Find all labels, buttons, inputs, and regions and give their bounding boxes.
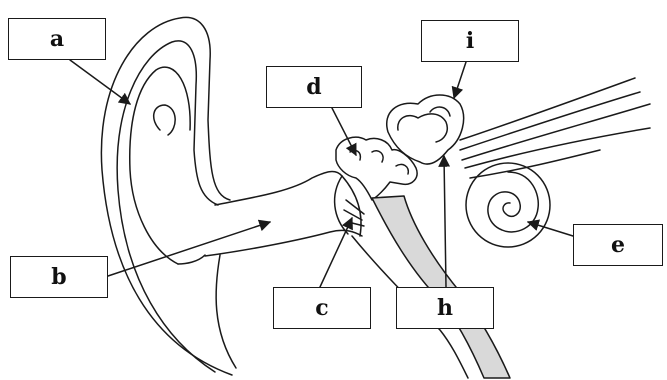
arrow-e: [528, 222, 573, 236]
auricle: [101, 17, 236, 375]
semicircular-canals: [387, 95, 464, 164]
label-h: h: [396, 287, 494, 329]
auditory-nerve: [460, 78, 650, 178]
label-a: a: [8, 18, 106, 60]
arrow-d: [332, 108, 356, 155]
eardrum: [335, 176, 364, 236]
arrow-c: [320, 218, 352, 287]
label-b: b: [10, 256, 108, 298]
arrow-h: [444, 156, 446, 287]
label-i: i: [421, 20, 519, 62]
ossicles: [336, 137, 417, 200]
label-d: d: [266, 66, 362, 108]
cochlea: [466, 163, 550, 247]
arrow-i: [454, 62, 466, 98]
label-e: e: [573, 224, 663, 266]
label-c: c: [273, 287, 371, 329]
arrow-b: [108, 222, 270, 276]
